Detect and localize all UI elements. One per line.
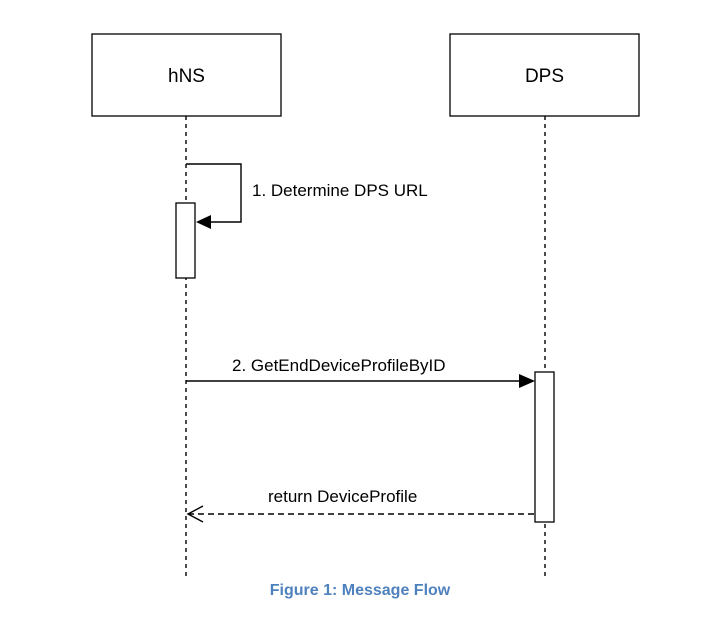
participant-hns-box bbox=[91, 33, 282, 117]
arrowhead-filled bbox=[196, 215, 211, 229]
arrowhead-open bbox=[186, 505, 204, 523]
message-3-label: return DeviceProfile bbox=[268, 487, 417, 506]
participant-hns-label: hNS bbox=[168, 66, 205, 87]
message-2-label: 2. GetEndDeviceProfileByID bbox=[232, 356, 446, 375]
figure-caption: Figure 1: Message Flow bbox=[269, 582, 451, 599]
message-return-device-profile: return DeviceProfile bbox=[186, 487, 535, 523]
message-get-end-device-profile: 2. GetEndDeviceProfileByID bbox=[186, 356, 535, 388]
activation-dps bbox=[534, 371, 555, 523]
participant-dps: DPS bbox=[449, 33, 640, 117]
participant-hns: hNS bbox=[91, 33, 282, 117]
activation-hns bbox=[175, 202, 196, 279]
self-call-line bbox=[186, 163, 242, 223]
message-1-label: 1. Determine DPS URL bbox=[252, 181, 428, 200]
participant-dps-box bbox=[449, 33, 640, 117]
arrowhead-filled bbox=[519, 374, 535, 388]
message-determine-dps-url: 1. Determine DPS URL bbox=[186, 163, 428, 229]
participant-dps-label: DPS bbox=[525, 66, 564, 87]
